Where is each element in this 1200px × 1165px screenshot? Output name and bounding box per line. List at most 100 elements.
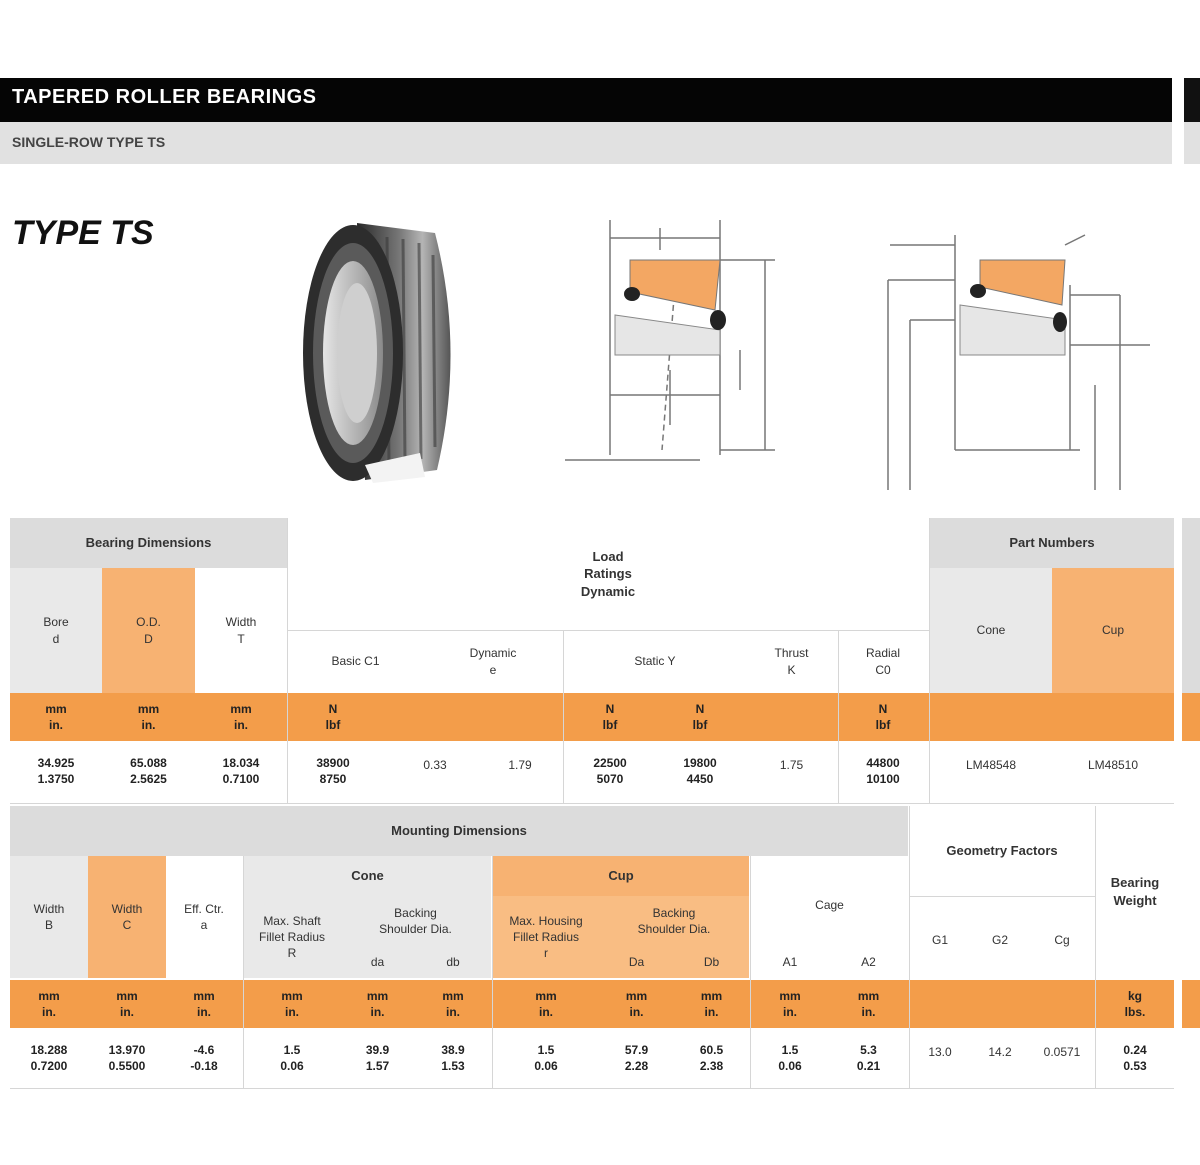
value-cone-fillet: 1.5 0.06 (280, 1042, 304, 1073)
col-header-cone-fillet: Max. Shaft Fillet Radius R (244, 896, 340, 978)
col-header-eff-center: Eff. Ctr. a (184, 901, 224, 932)
table1-edge-header (1182, 518, 1200, 693)
unit-basic: N lbf (325, 701, 341, 732)
unit-weight: kg lbs. (1124, 988, 1146, 1019)
col-header-static: Static Y (634, 654, 676, 669)
col-header-cg: Cg (1054, 932, 1070, 947)
unit-cup-fillet: mm in. (535, 988, 557, 1019)
subtitle-bar-edge (1184, 122, 1200, 164)
unit-static-1: N lbf (602, 701, 618, 732)
cross-section-diagram-2 (887, 234, 1150, 490)
grid-line (910, 896, 1095, 897)
group-geometry-factors: Geometry Factors (946, 843, 1058, 859)
col-header-radial: Radial C0 (865, 646, 901, 677)
unit-cage-a1: mm in. (779, 988, 801, 1019)
col-header-Da: Da (599, 946, 674, 978)
unit-radial: N lbf (875, 701, 891, 732)
unit-static-2: N lbf (692, 701, 708, 732)
group-part-numbers: Part Numbers (930, 518, 1174, 568)
grid-line (492, 856, 493, 1088)
col-header-cage-a1: A1 (782, 954, 798, 969)
value-ratio: 1.79 (508, 757, 532, 772)
grid-line (243, 856, 244, 1088)
value-cg: 0.0571 (1043, 1044, 1081, 1059)
col-header-cage: Cage (815, 897, 844, 912)
group-load-ratings: Load Ratings Dynamic (580, 548, 636, 599)
grid-line (288, 630, 929, 631)
col-header-cup-backing: Backing Shoulder Dia. (599, 896, 749, 946)
value-thrust: 1.75 (779, 757, 804, 772)
value-g1: 13.0 (928, 1044, 952, 1059)
group-bearing-dimensions: Bearing Dimensions (10, 518, 287, 568)
value-da: 39.9 1.57 (365, 1042, 390, 1073)
unit-Db: mm in. (700, 988, 723, 1019)
group-mounting-dimensions: Mounting Dimensions (10, 806, 908, 856)
unit-od: mm in. (137, 701, 160, 732)
col-header-basic: Basic C1 (331, 654, 380, 669)
value-cup-fillet: 1.5 0.06 (534, 1042, 558, 1073)
col-header-cup-fillet: Max. Housing Fillet Radius r (493, 896, 599, 978)
col-header-g1: G1 (931, 932, 948, 947)
grid-line (287, 518, 288, 803)
type-label: TYPE TS (12, 214, 154, 252)
grid-line (909, 806, 910, 1088)
col-header-cone-backing: Backing Shoulder Dia. (340, 896, 491, 946)
unit-width-b: mm in. (38, 988, 60, 1019)
col-header-cup: Cup (1052, 568, 1174, 693)
page-title-bar: TAPERED ROLLER BEARINGS (0, 78, 1172, 122)
page-title: TAPERED ROLLER BEARINGS (12, 86, 317, 108)
unit-Da: mm in. (625, 988, 648, 1019)
value-Da: 57.9 2.28 (624, 1042, 649, 1073)
unit-eff-center: mm in. (193, 988, 215, 1019)
table2-unit-band (10, 980, 1174, 1028)
col-header-cone: Cone (930, 568, 1052, 693)
grid-line (10, 803, 1174, 804)
title-bar-edge (1184, 78, 1200, 122)
value-eff-center: -4.6 -0.18 (190, 1042, 218, 1073)
group-cup: Cup (493, 856, 749, 896)
grid-line (1095, 806, 1096, 1088)
grid-line (929, 518, 930, 803)
col-header-od: O.D. D (102, 568, 195, 693)
group-cone: Cone (244, 856, 491, 896)
unit-cage-a2: mm in. (857, 988, 880, 1019)
cross-section-diagram-1 (565, 220, 775, 461)
value-dynamic: 0.33 (423, 757, 447, 772)
unit-bore: mm in. (45, 701, 67, 732)
grid-line (838, 630, 839, 803)
value-cage-a2: 5.3 0.21 (856, 1042, 881, 1073)
value-cone: LM48548 (965, 757, 1017, 772)
table2-unit-band-edge (1182, 980, 1200, 1028)
unit-cone-fillet: mm in. (281, 988, 303, 1019)
col-header-weight: Bearing Weight (1110, 875, 1160, 908)
grid-line (10, 1088, 1174, 1089)
bearing-photo (303, 223, 451, 483)
grid-line (563, 630, 564, 803)
col-header-width-b: Width B (10, 856, 88, 978)
col-header-width-c: Width C (88, 856, 166, 978)
unit-width: mm in. (230, 701, 252, 732)
value-cup: LM48510 (1087, 757, 1139, 772)
col-header-dynamic: Dynamic e (469, 646, 517, 677)
value-radial: 44800 10100 (866, 755, 900, 786)
value-width: 18.034 0.7100 (222, 755, 260, 786)
table1-unit-band (10, 693, 1174, 741)
subtitle-bar: SINGLE-ROW TYPE TS (0, 122, 1172, 164)
col-header-cage-a2: A2 (861, 954, 876, 969)
value-weight: 0.24 0.53 (1123, 1042, 1147, 1073)
value-static-1: 22500 5070 (593, 755, 627, 786)
col-header-bore: Bore d (10, 568, 102, 693)
col-header-g2: G2 (991, 932, 1008, 947)
col-header-Db: Db (674, 946, 749, 978)
unit-da: mm in. (366, 988, 389, 1019)
col-header-db: db (415, 946, 491, 978)
col-header-thrust: Thrust K (774, 646, 809, 677)
value-basic: 38900 8750 (316, 755, 350, 786)
value-static-2: 19800 4450 (683, 755, 717, 786)
col-header-width: Width T (225, 615, 257, 646)
value-Db: 60.5 2.38 (699, 1042, 724, 1073)
value-width-c: 13.970 0.5500 (108, 1042, 146, 1073)
col-header-da: da (340, 946, 415, 978)
value-cage-a1: 1.5 0.06 (778, 1042, 802, 1073)
page-subtitle: SINGLE-ROW TYPE TS (12, 134, 166, 150)
